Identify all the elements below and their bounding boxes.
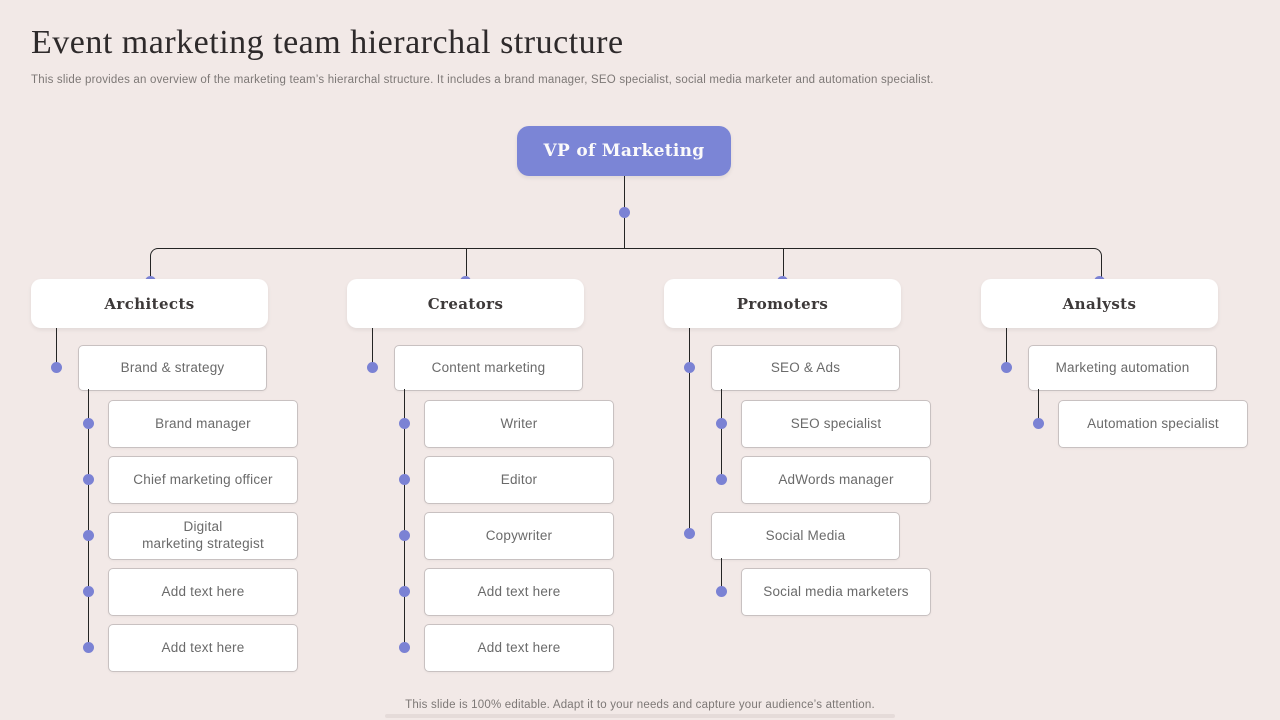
role-label: Chief marketing officer bbox=[133, 471, 273, 487]
role-label: Social media marketers bbox=[763, 583, 909, 599]
org-node-group[interactable]: Marketing automation bbox=[1028, 345, 1217, 391]
connector-dot bbox=[82, 417, 94, 429]
connector-line bbox=[721, 389, 722, 479]
connector-dot bbox=[683, 527, 695, 539]
connector-bracket bbox=[150, 248, 1102, 277]
role-label: SEO specialist bbox=[790, 415, 882, 431]
org-node-category-architects[interactable]: Architects bbox=[31, 279, 268, 328]
connector-dot bbox=[366, 361, 378, 373]
org-node-group[interactable]: Content marketing bbox=[394, 345, 583, 391]
page-title: Event marketing team hierarchal structur… bbox=[31, 24, 624, 61]
connector-dot bbox=[715, 473, 727, 485]
group-label: Content marketing bbox=[431, 359, 546, 375]
org-node-root-label: VP of Marketing bbox=[543, 141, 705, 161]
role-label: Writer bbox=[500, 415, 538, 431]
org-node-role[interactable]: SEO specialist bbox=[741, 400, 931, 448]
connector-dot bbox=[398, 529, 410, 541]
org-node-group[interactable]: Brand & strategy bbox=[78, 345, 267, 391]
category-label: Analysts bbox=[1062, 294, 1137, 313]
role-label: Editor bbox=[500, 471, 538, 487]
connector-dot bbox=[82, 529, 94, 541]
connector-dot bbox=[715, 585, 727, 597]
connector-line bbox=[782, 248, 784, 276]
org-node-placeholder[interactable]: Add text here bbox=[424, 624, 614, 672]
connector-line bbox=[372, 328, 373, 367]
role-label: Add text here bbox=[477, 583, 561, 599]
connector-dot bbox=[683, 361, 695, 373]
org-node-category-analysts[interactable]: Analysts bbox=[981, 279, 1218, 328]
org-node-role[interactable]: Chief marketing officer bbox=[108, 456, 298, 504]
connector-dot bbox=[398, 417, 410, 429]
category-label: Architects bbox=[104, 294, 195, 313]
category-label: Creators bbox=[427, 294, 504, 313]
role-label: Automation specialist bbox=[1087, 415, 1219, 431]
role-label: Add text here bbox=[161, 639, 245, 655]
connector-line bbox=[689, 328, 690, 533]
connector-dot bbox=[82, 641, 94, 653]
org-node-root[interactable]: VP of Marketing bbox=[517, 126, 731, 176]
footer-underline bbox=[385, 714, 895, 718]
role-label: Digital marketing strategist bbox=[142, 519, 264, 551]
org-node-role[interactable]: Digital marketing strategist bbox=[108, 512, 298, 560]
role-label: AdWords manager bbox=[778, 471, 894, 487]
group-label: SEO & Ads bbox=[770, 359, 841, 375]
role-label: Add text here bbox=[161, 583, 245, 599]
connector-line bbox=[88, 389, 89, 647]
column-promoters: Promoters SEO & Ads SEO specialist AdWor… bbox=[664, 279, 931, 679]
org-node-placeholder[interactable]: Add text here bbox=[108, 568, 298, 616]
org-node-role[interactable]: Copywriter bbox=[424, 512, 614, 560]
role-label: Copywriter bbox=[485, 527, 553, 543]
org-node-role[interactable]: Automation specialist bbox=[1058, 400, 1248, 448]
connector-line bbox=[1006, 328, 1007, 367]
footer-note: This slide is 100% editable. Adapt it to… bbox=[405, 699, 875, 711]
column-architects: Architects Brand & strategy Brand manage… bbox=[31, 279, 298, 679]
connector-dot bbox=[50, 361, 62, 373]
role-label: Brand manager bbox=[155, 415, 251, 431]
connector-line bbox=[465, 248, 467, 276]
role-label: Add text here bbox=[477, 639, 561, 655]
connector-dot bbox=[715, 417, 727, 429]
connector-line bbox=[404, 389, 405, 647]
connector-dot bbox=[82, 473, 94, 485]
org-node-group[interactable]: Social Media bbox=[711, 512, 900, 560]
org-node-group[interactable]: SEO & Ads bbox=[711, 345, 900, 391]
group-label: Brand & strategy bbox=[120, 359, 225, 375]
connector-dot bbox=[398, 641, 410, 653]
group-label: Social Media bbox=[765, 527, 846, 543]
connector-line bbox=[56, 328, 57, 367]
org-node-category-promoters[interactable]: Promoters bbox=[664, 279, 901, 328]
org-node-role[interactable]: Brand manager bbox=[108, 400, 298, 448]
connector-dot bbox=[398, 585, 410, 597]
org-node-placeholder[interactable]: Add text here bbox=[424, 568, 614, 616]
page-subtitle: This slide provides an overview of the m… bbox=[31, 74, 934, 86]
connector-line bbox=[1038, 389, 1039, 423]
column-analysts: Analysts Marketing automation Automation… bbox=[981, 279, 1248, 679]
connector-dot bbox=[1032, 417, 1044, 429]
org-node-role[interactable]: Writer bbox=[424, 400, 614, 448]
connector-dot bbox=[82, 585, 94, 597]
org-node-role[interactable]: Social media marketers bbox=[741, 568, 931, 616]
connector-line bbox=[721, 558, 722, 591]
connector-dot bbox=[1000, 361, 1012, 373]
org-node-role[interactable]: Editor bbox=[424, 456, 614, 504]
org-node-category-creators[interactable]: Creators bbox=[347, 279, 584, 328]
connector-dot bbox=[398, 473, 410, 485]
connector-dot bbox=[619, 206, 630, 218]
org-node-placeholder[interactable]: Add text here bbox=[108, 624, 298, 672]
category-label: Promoters bbox=[736, 294, 829, 313]
org-node-role[interactable]: AdWords manager bbox=[741, 456, 931, 504]
group-label: Marketing automation bbox=[1055, 359, 1190, 375]
column-creators: Creators Content marketing Writer Editor… bbox=[347, 279, 614, 679]
